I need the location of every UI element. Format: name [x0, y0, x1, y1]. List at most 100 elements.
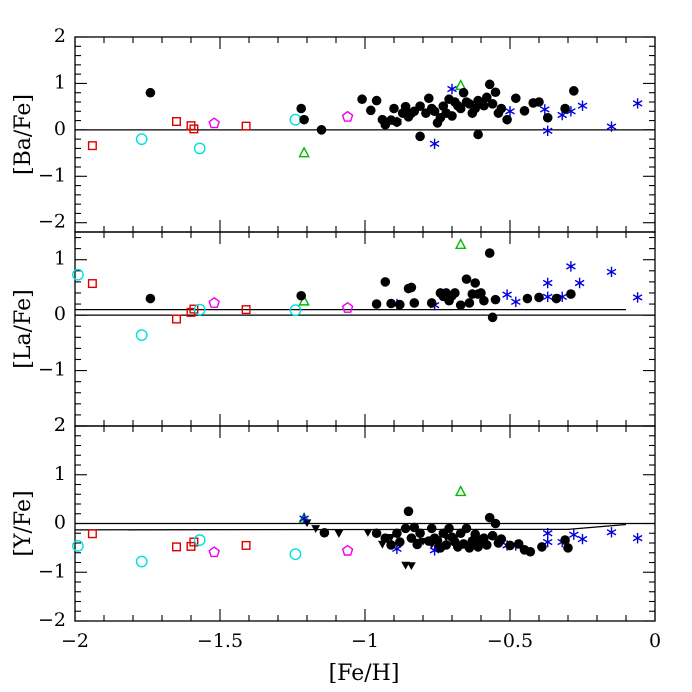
marker-filled-circle [455, 103, 466, 114]
marker-filled-circle [560, 103, 570, 114]
series-open-square [87, 116, 251, 151]
marker-asterisk [606, 266, 617, 278]
marker-open-pentagon [341, 301, 354, 313]
y-axis-label: [Y/Fe] [11, 490, 36, 556]
y-tick-label: 2 [54, 414, 66, 436]
marker-filled-circle [455, 300, 466, 310]
y-tick-label: 2 [54, 414, 66, 436]
marker-open-triangle [454, 238, 467, 250]
series-open-pentagon [208, 110, 354, 129]
series-open-square [87, 279, 251, 324]
series-open-circle [72, 534, 302, 568]
marker-open-square [189, 124, 199, 134]
marker-asterisk [539, 104, 550, 115]
x-tick-label: −1.5 [197, 630, 243, 652]
marker-filled-circle [296, 290, 307, 301]
y-tick-label: −1 [38, 164, 66, 186]
marker-open-square [87, 529, 97, 539]
marker-filled-circle [525, 546, 536, 557]
y-axis-label: [La/Fe] [11, 289, 36, 368]
marker-open-circle [72, 540, 84, 552]
marker-open-pentagon [208, 117, 220, 129]
marker-filled-circle [426, 298, 437, 308]
y-axis-label: [Ba/Fe] [11, 94, 36, 175]
marker-filled-circle [409, 522, 420, 533]
series-filled-circle [145, 79, 579, 142]
y-tick-label: 0 [54, 303, 66, 325]
series-open-pentagon [208, 296, 354, 313]
marker-filled-circle [316, 125, 327, 135]
marker-filled-circle [392, 117, 402, 127]
marker-filled-circle [400, 101, 411, 112]
marker-filled-circle [505, 540, 515, 551]
marker-filled-circle [551, 293, 562, 304]
marker-filled-circle [432, 535, 443, 546]
marker-open-square [241, 540, 251, 550]
y-tick-label: 1 [54, 71, 66, 93]
marker-filled-circle [569, 86, 579, 96]
marker-filled-circle [490, 294, 501, 305]
marker-filled-circle [519, 106, 530, 116]
series-open-triangle [298, 485, 467, 523]
marker-filled-circle [406, 533, 417, 543]
marker-filled-circle [487, 312, 498, 323]
x-tick-label: 0 [649, 630, 661, 652]
marker-filled-circle [415, 101, 425, 111]
marker-open-pentagon [208, 296, 220, 308]
marker-asterisk [447, 83, 457, 95]
marker-filled-circle [484, 248, 495, 258]
marker-open-circle [135, 329, 148, 341]
marker-asterisk [574, 277, 585, 289]
marker-open-square [171, 314, 181, 324]
marker-filled-circle [424, 93, 434, 104]
marker-filled-circle [392, 528, 402, 539]
marker-filled-circle [429, 106, 440, 117]
marker-filled-circle [395, 537, 405, 547]
marker-filled-circle [461, 274, 472, 284]
marker-open-circle [289, 548, 302, 561]
marker-asterisk [510, 296, 521, 308]
series-open-square [87, 529, 251, 552]
marker-filled-circle [458, 87, 469, 98]
marker-filled-circle [513, 539, 524, 549]
marker-filled-circle [366, 105, 376, 116]
marker-filled-circle [412, 539, 423, 550]
series-open-circle [135, 113, 302, 155]
y-tick-label: −2 [38, 609, 66, 631]
marker-filled-circle [464, 298, 475, 308]
marker-filled-circle [479, 100, 489, 111]
marker-filled-circle [563, 543, 573, 553]
marker-filled-circle [426, 523, 437, 534]
marker-asterisk [542, 528, 553, 539]
marker-open-pentagon [341, 544, 354, 556]
marker-open-pentagon [341, 110, 354, 122]
marker-filled-circle [496, 103, 507, 114]
marker-open-triangle [298, 146, 310, 158]
marker-filled-circle [490, 87, 501, 98]
marker-asterisk [566, 261, 576, 272]
marker-filled-triangle-down [407, 562, 416, 571]
marker-asterisk [632, 532, 643, 544]
marker-asterisk [632, 292, 643, 303]
marker-filled-circle [145, 293, 156, 304]
marker-filled-circle [395, 299, 405, 310]
reference-line [74, 523, 627, 531]
marker-open-circle [289, 113, 302, 126]
y-tick-label: −1 [38, 560, 66, 582]
marker-filled-circle [403, 506, 414, 517]
y-tick-label: 0 [54, 118, 66, 140]
marker-open-pentagon [208, 546, 220, 558]
marker-asterisk [577, 100, 588, 111]
marker-asterisk [568, 529, 579, 540]
marker-filled-circle [560, 535, 570, 545]
marker-open-circle [135, 555, 148, 568]
y-tick-label: 0 [54, 512, 66, 534]
marker-filled-circle [490, 518, 501, 529]
panel-frame [74, 231, 656, 427]
marker-filled-circle [487, 99, 498, 109]
marker-asterisk [542, 291, 553, 303]
marker-filled-circle [299, 114, 309, 125]
marker-filled-circle [406, 282, 417, 293]
